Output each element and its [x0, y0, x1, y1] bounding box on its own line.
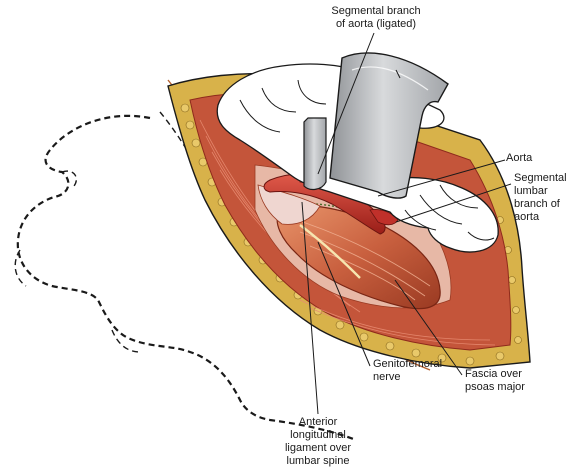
leader-fascia [394, 279, 463, 376]
segmental-lumbar-branch-vessel [369, 209, 399, 226]
label-segmental-branch-ligated: Segmental branch of aorta (ligated) [331, 5, 421, 30]
leader-anterior-ligament [301, 201, 319, 415]
leader-genitofemoral [317, 241, 371, 367]
retractor-large [329, 52, 449, 199]
leader-lines [301, 32, 512, 415]
retractor-large-edge [395, 69, 401, 79]
label-segmental-lumbar-branch: Segmental lumbar branch of aorta [514, 172, 567, 223]
leader-aorta [377, 159, 506, 197]
genitofemoral-nerve [299, 224, 361, 279]
leader-segmental-branch-ligated [317, 32, 375, 175]
retractor-small [303, 117, 327, 191]
label-genitofemoral-nerve: Genitofemoral nerve [373, 358, 443, 383]
label-fascia-psoas: Fascia over psoas major [465, 368, 525, 393]
label-aorta: Aorta [506, 152, 533, 164]
anterior-longitudinal-ligament [257, 184, 321, 225]
leader-segmental-lumbar [395, 183, 512, 223]
retractor-large-highlight [351, 66, 429, 91]
label-anterior-longitudinal-ligament: Anterior longitudinal ligament over lumb… [284, 416, 352, 467]
